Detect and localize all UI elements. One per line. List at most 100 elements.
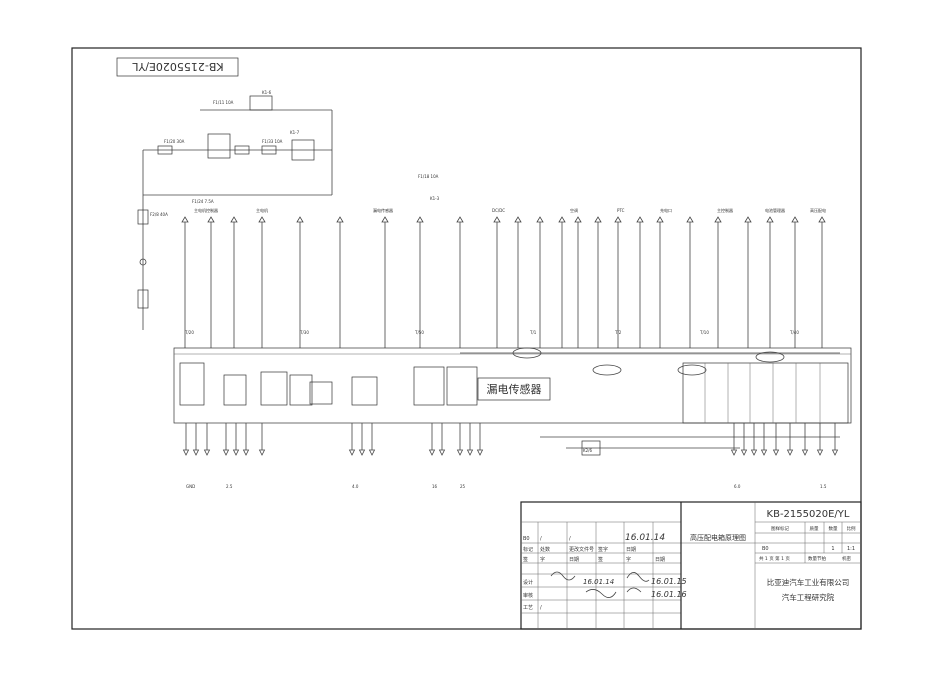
fuse-label-6: F2/8 40A [150, 212, 168, 217]
drawing-border [71, 47, 862, 630]
bottom-arrow [258, 449, 266, 456]
relay-label-2: K1-7 [290, 130, 300, 135]
title-block-cell: / [569, 536, 571, 542]
bottom-arrow [786, 449, 794, 456]
bottom-arrow [750, 449, 758, 456]
signal-label-6: PTC [617, 208, 625, 213]
bottom-arrow [730, 449, 738, 456]
bottom-arrow [772, 449, 780, 456]
bottom-arrow [438, 449, 446, 456]
bottom-arrow [368, 449, 376, 456]
title-block-cell: B0 [523, 536, 530, 542]
connector-arrow [493, 216, 501, 223]
bottom-arrow [816, 449, 824, 456]
signal-label-3: 漏电传感器 [373, 207, 393, 213]
handwritten-date-1: 16.01.14 [625, 533, 665, 543]
bottom-arrow [740, 449, 748, 456]
connector-arrow [766, 216, 774, 223]
signal-label-2: 主电机 [256, 207, 268, 213]
bottom-arrow [476, 449, 484, 456]
handwritten-date-2: 16.01.14 [583, 578, 614, 586]
fuse-label-3: F1/33 10A [262, 139, 283, 144]
bottom-tag-4: 16 [432, 484, 438, 489]
stage-header-1: 图样标记 [771, 525, 789, 532]
title-block-cell: 字 [540, 556, 545, 563]
institute-name: 汽车工程研究院 [782, 592, 835, 602]
bottom-arrow [801, 449, 809, 456]
title-block-cell: 设计 [523, 579, 533, 586]
fuse-label-5: F1/18 10A [418, 174, 439, 179]
connector-arrow [381, 216, 389, 223]
connector-arrow [258, 216, 266, 223]
connector-arrow [656, 216, 664, 223]
stage-header-4: 比例 [847, 525, 856, 532]
title-block-cell: 签 [523, 556, 528, 563]
bottom-arrow [182, 449, 190, 456]
bottom-arrow [203, 449, 211, 456]
connector-arrow [296, 216, 304, 223]
drawing-code: KB-2155020E/YL [767, 509, 850, 520]
title-block-cell: 日期 [655, 557, 665, 563]
signal-label-8: 主控制器 [717, 207, 733, 213]
top-tag-6: T/10 [699, 330, 709, 335]
top-tag-4: T/1 [529, 330, 537, 335]
bottom-tag-2: 2.5 [226, 484, 233, 489]
bottom-arrow [222, 449, 230, 456]
bottom-arrow [358, 449, 366, 456]
handwritten-date-3: 16.01.15 [651, 577, 687, 586]
connector-arrow [336, 216, 344, 223]
stage-value-1: B0 [762, 546, 769, 552]
fuse-label-1: F1/11 10A [213, 100, 234, 105]
signal-label-10: 高压配电 [810, 207, 826, 213]
connector-arrow [456, 216, 464, 223]
top-tag-7: T/40 [789, 330, 799, 335]
bottom-arrow [760, 449, 768, 456]
bottom-arrow [456, 449, 464, 456]
stage-value-3: 1 [831, 546, 834, 552]
connector-arrow [574, 216, 582, 223]
title-block-cell: 日期 [569, 557, 579, 563]
sensor-label: 漏电传感器 [487, 383, 542, 396]
bottom-arrow [232, 449, 240, 456]
signal-label-5: 空调 [570, 207, 578, 213]
bottom-tag-7: 1.5 [820, 484, 827, 489]
title-block-cell: 工艺 [523, 605, 533, 611]
connector-arrow [514, 216, 522, 223]
stage-value-4: 1:1 [847, 546, 855, 552]
connector-arrow [714, 216, 722, 223]
connector-arrow [791, 216, 799, 223]
connector-arrow [558, 216, 566, 223]
connector-arrow [614, 216, 622, 223]
title-block-cell: 日期 [626, 547, 636, 553]
connector-arrow [818, 216, 826, 223]
top-tag-2: T/30 [299, 330, 309, 335]
signal-label-7: 充电口 [660, 207, 672, 213]
title-block-cell: / [540, 536, 542, 542]
connector-arrow [181, 216, 189, 223]
handwritten-date-4: 16.01.16 [651, 590, 687, 599]
bottom-tag-3: 4.0 [352, 484, 359, 489]
fuse-label-2: F1/20 30A [164, 139, 185, 144]
stage-header-2: 质量 [810, 525, 819, 532]
title-block-rows: B0//标记处数更改文件号签字日期签字日期签字日期设计审核工艺/ [523, 536, 665, 611]
connector-arrow [207, 216, 215, 223]
signal-label-4: DC/DC [492, 208, 505, 213]
signal-label-9: 电池管理器 [765, 207, 785, 213]
sensor-box [477, 377, 551, 401]
relay-label-4: K2/6 [583, 448, 593, 453]
relay-label-3: K1-3 [430, 196, 440, 201]
connector-arrow [536, 216, 544, 223]
title-block-cell: 更改文件号 [569, 546, 594, 553]
sheet-extra-2: 机密 [842, 555, 851, 562]
bottom-arrow [242, 449, 250, 456]
bottom-tag-6: 6.0 [734, 484, 741, 489]
top-tag-1: T/20 [184, 330, 194, 335]
title-block-cell: 签 [598, 556, 603, 563]
title-block-cell: 字 [626, 556, 631, 563]
bottom-arrow [831, 449, 839, 456]
distribution-box [173, 347, 852, 456]
signal-label-1: 主电机控制器 [194, 207, 218, 213]
company-name: 比亚迪汽车工业有限公司 [767, 577, 850, 587]
power-feed [137, 95, 333, 330]
